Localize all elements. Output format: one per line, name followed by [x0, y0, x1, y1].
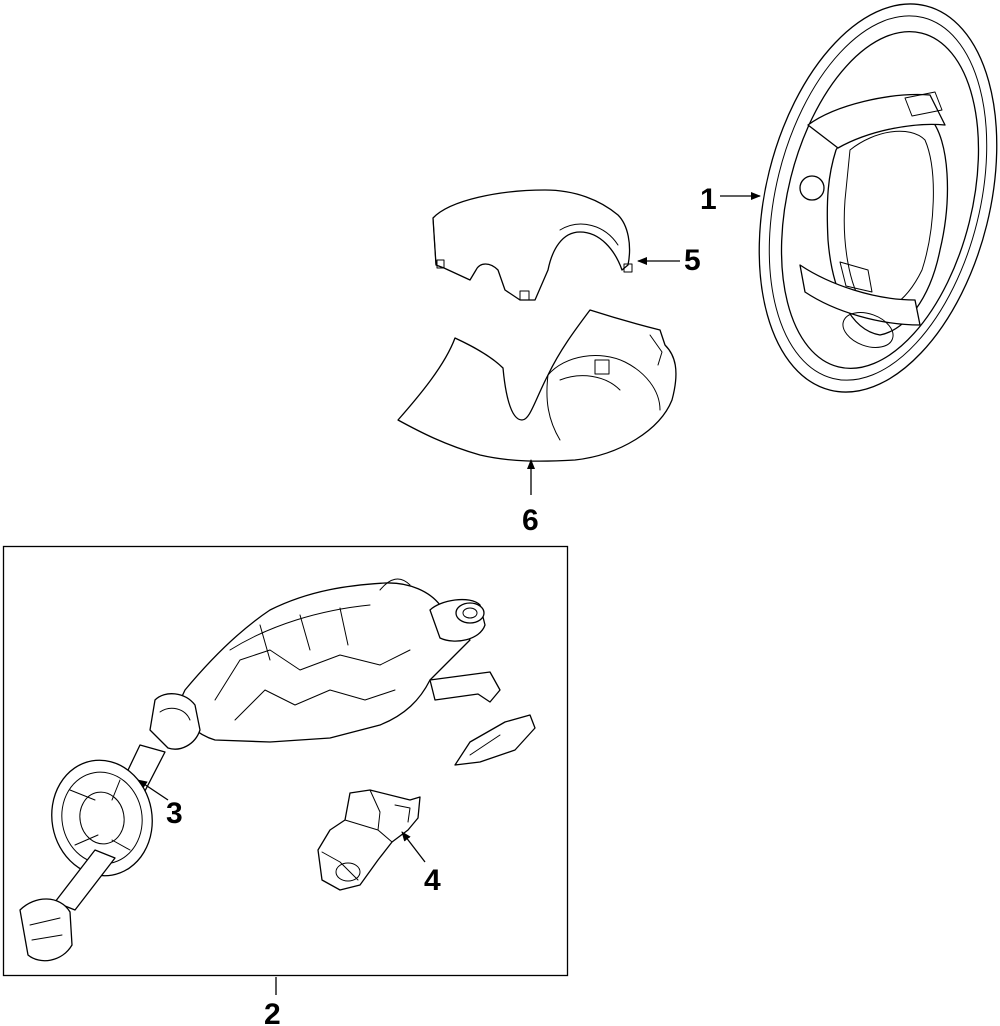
steering-wheel [758, 3, 998, 393]
column-assembly-frame [2, 545, 569, 977]
steering-column-assembly [149, 578, 536, 766]
callout-6: 6 [522, 504, 539, 537]
leader-lines [137, 192, 761, 995]
lower-column-cover [397, 309, 677, 462]
lock-housing [317, 789, 421, 891]
callout-2: 2 [264, 998, 281, 1026]
intermediate-shaft [19, 744, 166, 962]
callout-5: 5 [684, 244, 701, 277]
callout-3: 3 [166, 797, 183, 830]
upper-column-cover [432, 189, 633, 301]
callout-1: 1 [700, 183, 717, 216]
leader-4 [401, 831, 426, 863]
leader-3 [137, 779, 169, 801]
callout-4: 4 [424, 864, 441, 897]
